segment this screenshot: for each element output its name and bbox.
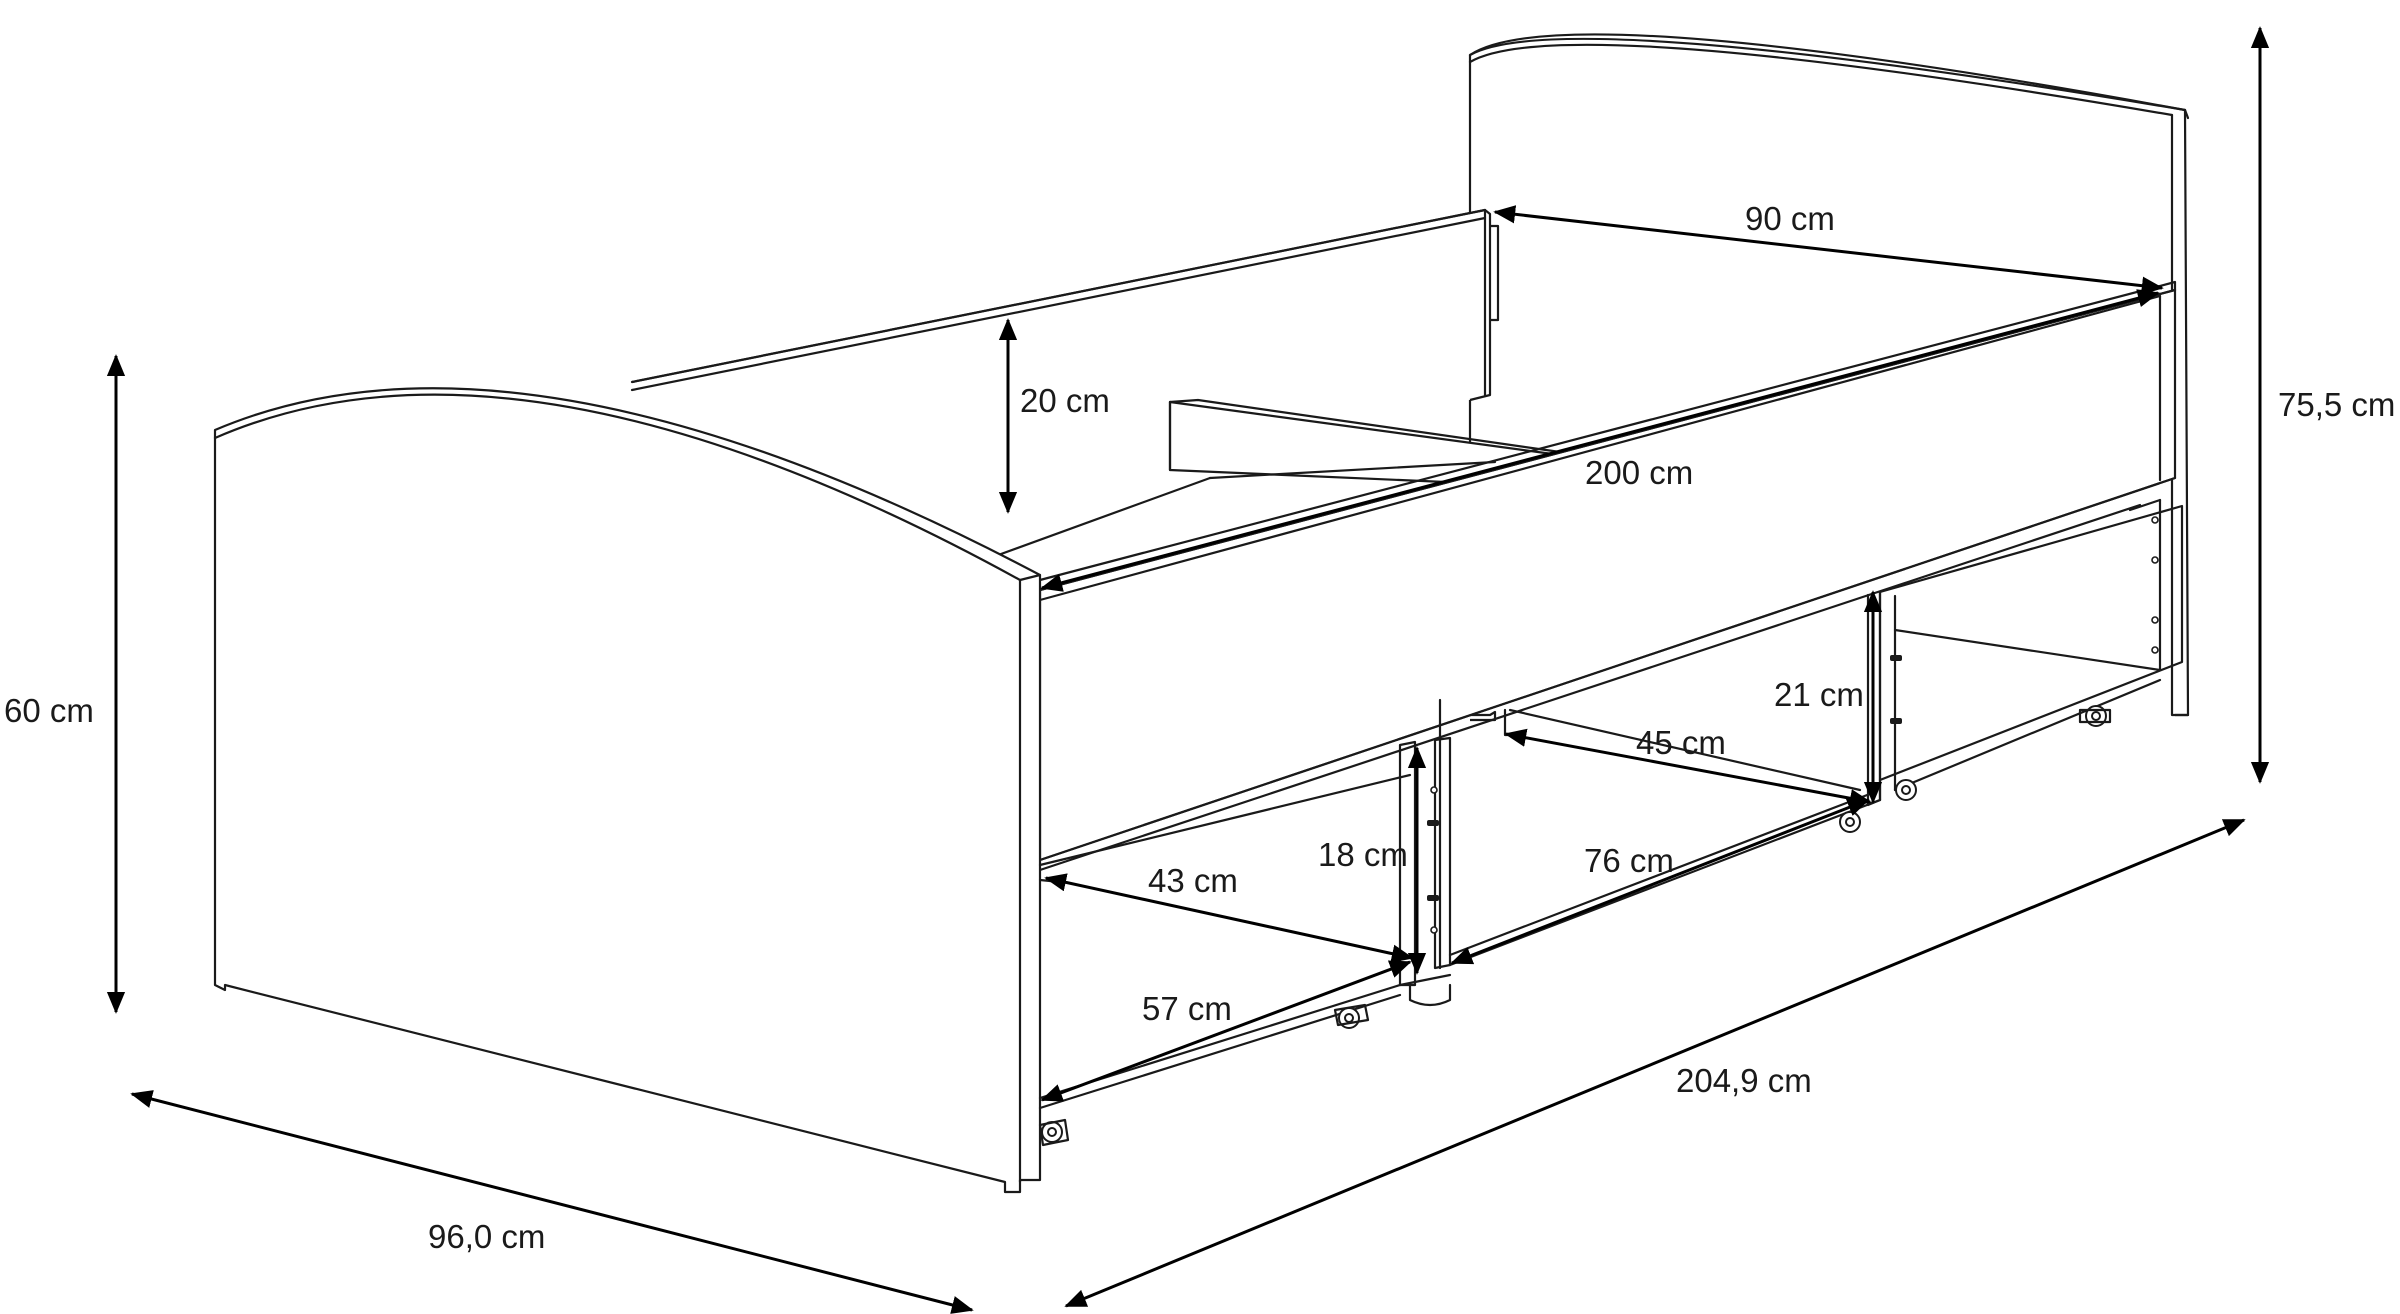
dim-line-total-width bbox=[130, 1090, 974, 1314]
label-total-width: 96,0 cm bbox=[428, 1218, 545, 1255]
label-bed-width: 90 cm bbox=[1745, 200, 1835, 237]
dim-line-bed-length bbox=[1040, 289, 2160, 592]
back-side-rail bbox=[630, 208, 1492, 402]
label-right-drawer-height: 21 cm bbox=[1774, 676, 1864, 713]
footboard bbox=[213, 387, 1042, 1194]
dimension-labels: 90 cm 20 cm 200 cm 75,5 cm 60 cm 21 cm 4… bbox=[4, 200, 2395, 1255]
dim-line-total-length bbox=[1064, 818, 2246, 1308]
label-left-drawer-height: 18 cm bbox=[1318, 836, 1408, 873]
dim-line-middle-drawer-depth bbox=[1450, 798, 1870, 965]
label-side-rail-height: 20 cm bbox=[1020, 382, 1110, 419]
label-headboard-height: 75,5 cm bbox=[2278, 386, 2395, 423]
dim-line-right-drawer-width bbox=[1504, 728, 1872, 808]
label-bed-length: 200 cm bbox=[1585, 454, 1693, 491]
label-middle-drawer-depth: 76 cm bbox=[1584, 842, 1674, 879]
dim-line-left-drawer-depth bbox=[1040, 960, 1412, 1102]
label-left-drawer-depth: 57 cm bbox=[1142, 990, 1232, 1027]
label-right-drawer-width: 45 cm bbox=[1636, 724, 1726, 761]
label-footboard-height: 60 cm bbox=[4, 692, 94, 729]
label-total-length: 204,9 cm bbox=[1676, 1062, 1812, 1099]
label-left-drawer-width: 43 cm bbox=[1148, 862, 1238, 899]
dim-line-bed-width bbox=[1493, 205, 2164, 295]
dimension-lines bbox=[106, 26, 2270, 1314]
